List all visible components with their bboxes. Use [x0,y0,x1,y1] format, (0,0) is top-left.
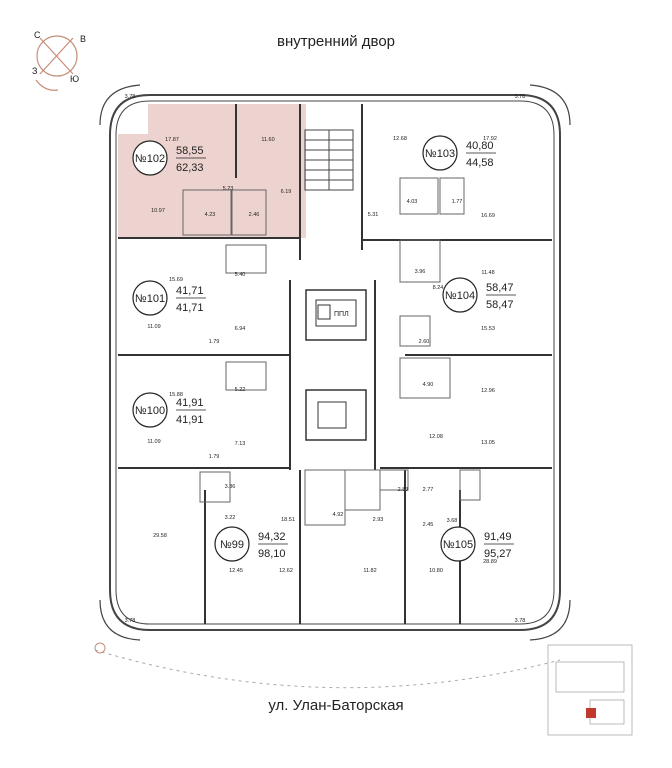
room-area: 2.77 [423,487,434,493]
apartment-area-2: 95,27 [484,548,512,560]
apartment-area-1: 41,71 [176,285,204,297]
room-area: 5.22 [235,387,246,393]
apartment-number: №101 [135,293,165,305]
apartment-area-2: 44,58 [466,157,494,169]
room-area: 2.46 [249,212,260,218]
room-area: 3.78 [125,618,136,624]
elevator-2 [305,389,367,441]
room-area: 17.92 [483,136,497,142]
sun-path-icon [94,642,561,689]
room-area: 8.24 [433,285,444,291]
apartment-number: №99 [220,539,244,551]
apartment-area-1: 40,80 [466,140,494,152]
room-area: 12.45 [229,568,243,574]
apartment-marker: №103 40,80 44,58 [422,135,496,171]
stairwell [304,129,354,191]
room-area: 5.31 [368,212,379,218]
room-area: 2.60 [419,339,430,345]
room-area-labels: 3.78 3.78 3.78 3.78 17.87 11.60 5.23 6.19 10.97 4… [125,94,526,624]
room-area: 4.92 [333,512,344,518]
room-area: 6.94 [235,326,246,332]
room-area: 1.79 [209,454,220,460]
room-area: 12.96 [481,388,495,394]
elevator-1-label: ППЛ [334,311,349,318]
room-area: 10.97 [151,208,165,214]
room-area: 15.53 [481,326,495,332]
apartment-marker: №104 58,47 58,47 [442,277,516,313]
room-area: 11.09 [147,324,160,330]
courtyard-label: внутренний двор [276,33,396,50]
room-area: 12.08 [429,434,443,440]
apartment-marker: №102 58,55 62,33 [132,140,206,176]
room-area: 3.78 [125,94,136,100]
apartment-102-notch [118,104,148,134]
apartment-area-2: 41,71 [176,302,204,314]
apartment-marker: №101 41,71 41,71 [132,280,206,316]
room-area: 18.51 [281,517,295,523]
key-plan-thumbnail [547,644,633,736]
room-partitions [182,177,481,526]
room-area: 2.93 [373,517,384,523]
room-area: 17.87 [165,137,179,143]
apartment-marker: №100 41,91 41,91 [132,392,206,428]
room-area: 11.60 [261,137,274,143]
room-area: 16.69 [481,213,495,219]
building-outline [99,84,571,641]
apartment-area-1: 58,47 [486,282,514,294]
room-area: 11.48 [481,270,494,276]
apartment-area-2: 41,91 [176,414,204,426]
compass-s: Ю [70,74,79,84]
room-area: 3.96 [415,269,426,275]
compass-w: З [32,66,37,76]
interior-walls [118,104,552,624]
room-area: 15.88 [169,392,183,398]
room-area: 3.36 [225,484,236,490]
room-area: 5.23 [223,186,234,192]
room-area: 29.58 [153,533,167,539]
room-area: 1.77 [452,199,463,205]
apartment-number: №104 [445,290,475,302]
apartment-area-1: 58,55 [176,145,204,157]
compass-n: С [34,30,41,40]
room-area: 13.05 [481,440,495,446]
room-area: 15.69 [169,277,183,283]
room-area: 4.03 [407,199,418,205]
apartment-area-1: 41,91 [176,397,204,409]
room-area: 5.40 [235,272,246,278]
room-area: 12.68 [393,136,407,142]
compass-icon: С В Ю З [32,30,86,91]
apartment-area-2: 62,33 [176,162,204,174]
room-area: 7.13 [235,441,246,447]
apartment-marker: №105 91,49 95,27 [440,526,514,562]
apartment-number: №105 [443,539,473,551]
compass-e: В [80,34,86,44]
room-area: 3.78 [515,94,526,100]
room-area: 2.83 [398,487,409,493]
room-area: 2.45 [423,522,434,528]
apartment-number: №102 [135,153,165,165]
room-area: 28.89 [483,559,497,565]
apartment-marker: №99 94,32 98,10 [214,526,288,562]
room-area: 10.80 [429,568,443,574]
apartment-area-1: 94,32 [258,531,286,543]
apartment-area-1: 91,49 [484,531,512,543]
apartment-number: №100 [135,405,165,417]
room-area: 4.90 [423,382,434,388]
apartment-labels: №102 58,55 62,33 №103 40,80 44,58 №101 41,71 41,… [132,135,516,562]
apartment-number: №103 [425,148,455,160]
room-area: 3.78 [515,618,526,624]
room-area: 11.09 [147,439,160,445]
room-area: 3.22 [225,515,236,521]
apartment-area-2: 58,47 [486,299,514,311]
room-area: 4.23 [205,212,216,218]
room-area: 6.19 [281,189,292,195]
street-label: ул. Улан-Баторская [268,697,404,714]
apartment-area-2: 98,10 [258,548,286,560]
room-area: 11.82 [363,568,376,574]
room-area: 1.79 [209,339,220,345]
elevator-1: ППЛ [305,289,367,341]
room-area: 3.68 [447,518,458,524]
room-area: 12.62 [279,568,293,574]
